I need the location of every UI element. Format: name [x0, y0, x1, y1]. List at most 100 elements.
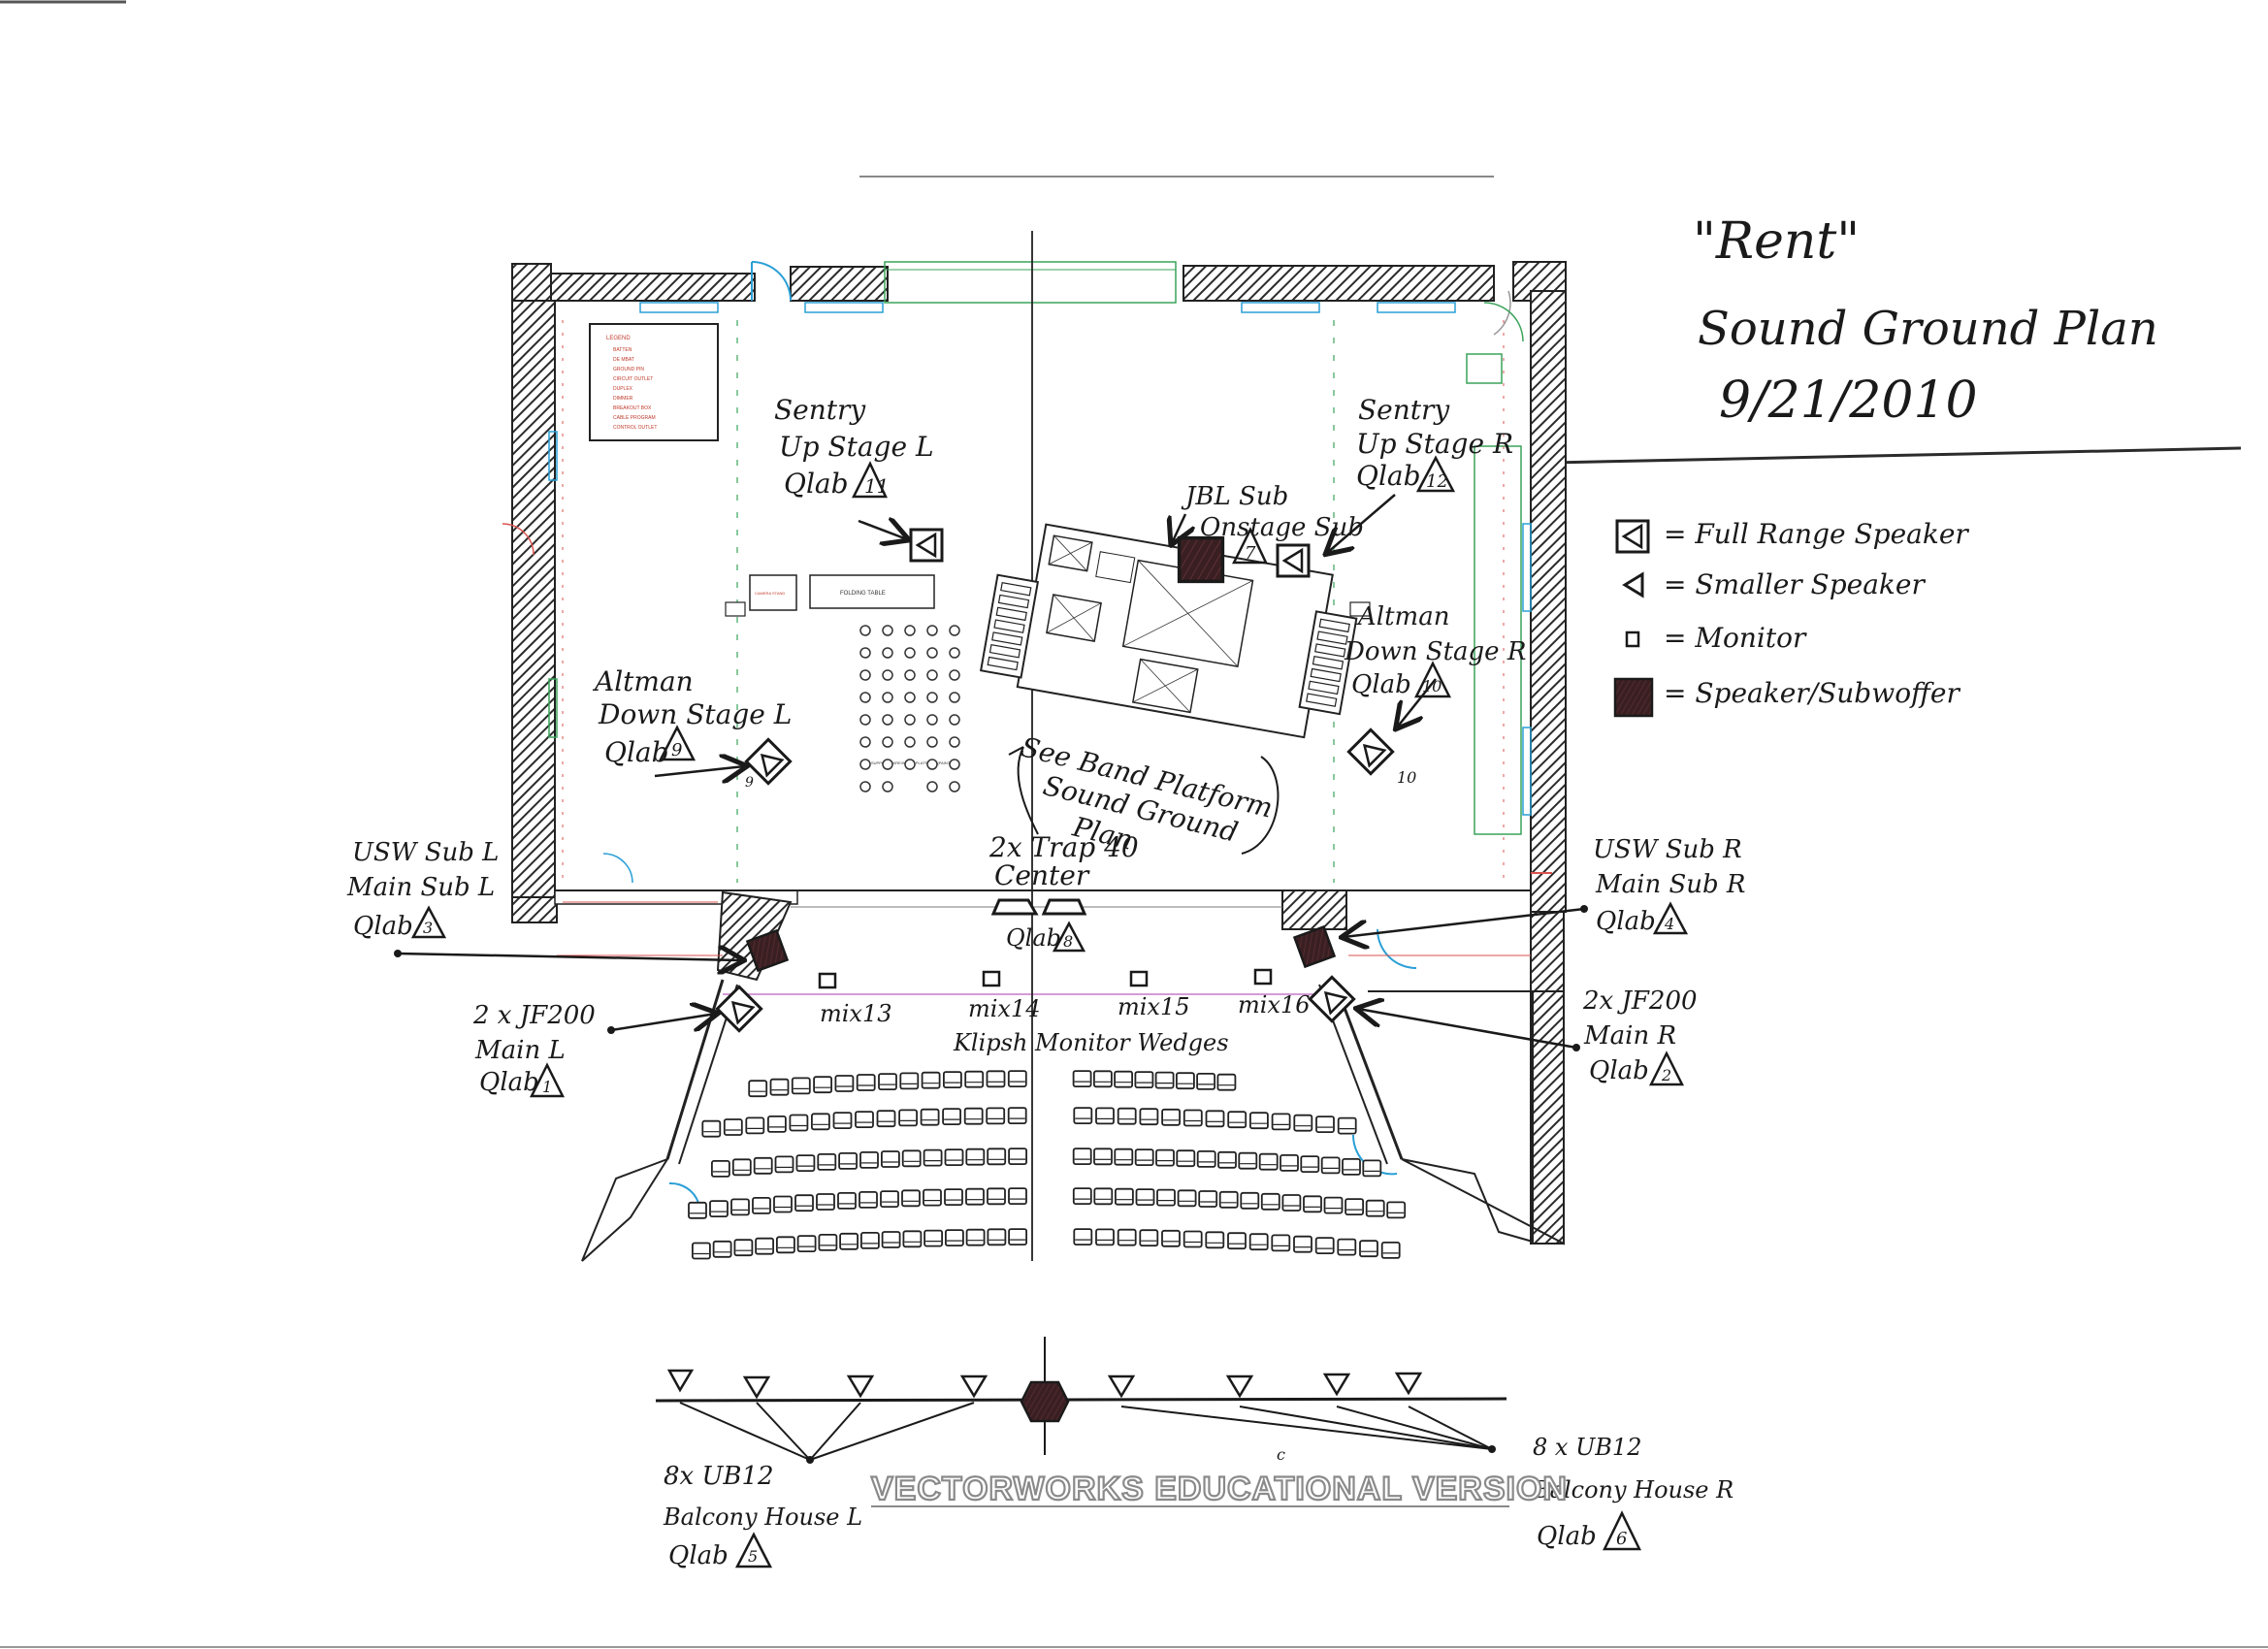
circle-seat — [882, 669, 893, 681]
sentry-usl-line1: Sentry — [774, 394, 866, 426]
monitor-icon — [1625, 630, 1640, 648]
circle-seat — [926, 647, 938, 659]
sentry-usl-line3: Qlab — [784, 468, 849, 500]
house-seat — [923, 1188, 942, 1207]
house-seat — [1008, 1187, 1027, 1205]
house-seat — [1300, 1155, 1320, 1173]
cad-legend-item: CABLE PROGRAM — [613, 415, 656, 421]
jf-l-line3: Qlab — [479, 1068, 539, 1097]
house-seat — [1156, 1188, 1176, 1207]
sentry-usl-cue: 11 — [864, 474, 889, 498]
house-seat — [1240, 1191, 1260, 1210]
house-seat — [1365, 1199, 1385, 1217]
usw-l-line1: USW Sub L — [352, 838, 499, 867]
circle-seat — [949, 669, 960, 681]
balcony-r-cue: 6 — [1616, 1529, 1627, 1549]
house-seat — [855, 1111, 874, 1128]
house-seat — [1205, 1110, 1225, 1128]
house-seat — [1073, 1107, 1093, 1124]
house-seat — [964, 1070, 985, 1088]
circle-seat — [882, 759, 893, 770]
house-seat — [1342, 1158, 1361, 1176]
house-seat — [923, 1229, 943, 1247]
house-seat — [709, 1200, 729, 1217]
circle-seat — [904, 736, 916, 748]
house-seat — [856, 1074, 876, 1091]
speakers — [715, 528, 1395, 1033]
circle-seat — [926, 692, 938, 703]
circle-seat — [882, 736, 893, 748]
house-seat — [701, 1119, 722, 1138]
circle-seat — [904, 759, 916, 770]
jf-r-line3: Qlab — [1589, 1056, 1649, 1085]
legend-subwoofer: = Speaker/Subwoffer — [1664, 677, 1960, 709]
monitor-mix13 — [818, 972, 837, 989]
circle-seat — [949, 759, 960, 770]
cad-legend-heading: LEGEND — [606, 336, 631, 341]
jf-l-line2: Main L — [474, 1036, 566, 1065]
symbol-legend: = Full Range Speaker = Smaller Speaker =… — [1613, 518, 1969, 718]
house-seat — [945, 1229, 964, 1246]
plan-title: "Rent" Sound Ground Plan 9/21/2010 — [1693, 212, 2158, 430]
circle-seat — [949, 625, 960, 636]
sentry-usr-line3: Qlab — [1356, 460, 1421, 492]
house-seat — [1260, 1192, 1280, 1211]
house-seat — [1134, 1148, 1154, 1166]
house-seating — [688, 1070, 1407, 1260]
house-seat — [776, 1236, 795, 1254]
balcony-r-line3: Qlab — [1537, 1522, 1597, 1551]
house-seat — [965, 1228, 986, 1246]
trap-center-line2: Center — [994, 859, 1090, 891]
circle-seat — [859, 625, 871, 636]
jbl-sub-line2: Onstage Sub — [1200, 513, 1364, 542]
camera-stand — [749, 574, 797, 611]
house-seat — [1227, 1111, 1247, 1129]
house-seat — [1196, 1073, 1215, 1090]
jf-l-line1: 2 x JF200 — [472, 1001, 596, 1030]
jf-r-line2: Main R — [1583, 1021, 1676, 1051]
monitor-note: Klipsh Monitor Wedges — [953, 1029, 1229, 1056]
balcony-center-sub — [1020, 1380, 1070, 1423]
circle-seat — [859, 692, 871, 703]
house-seat — [1280, 1154, 1299, 1172]
house-seat — [794, 1194, 814, 1212]
circle-seat — [926, 714, 938, 726]
house-seat — [921, 1071, 941, 1089]
house-seat — [816, 1193, 835, 1211]
altman-dsr-line1: Altman — [1356, 602, 1449, 631]
house-seat — [723, 1118, 743, 1136]
house-seat — [1008, 1148, 1027, 1165]
sentry-usr-speaker — [1276, 543, 1311, 578]
mix13-label: mix13 — [820, 1000, 892, 1027]
house-seat — [944, 1188, 963, 1206]
title-subtitle: Sound Ground Plan — [1698, 302, 2158, 356]
circle-seat — [926, 759, 938, 770]
house-seat — [987, 1187, 1006, 1206]
altman-dsr-aside: 10 — [1397, 768, 1416, 787]
house-seat — [1198, 1190, 1218, 1208]
title-divider — [1551, 446, 2242, 465]
house-seat — [859, 1191, 878, 1209]
usw-r-line1: USW Sub R — [1593, 835, 1742, 864]
jbl-sub-line1: JBL Sub — [1181, 482, 1288, 511]
house-seat — [880, 1190, 899, 1208]
circle-seat — [882, 692, 893, 703]
house-seat — [838, 1152, 858, 1170]
house-seat — [818, 1234, 838, 1251]
trap-center-line3: Qlab — [1006, 924, 1061, 952]
house-seat — [1345, 1198, 1364, 1215]
house-seat — [1183, 1230, 1203, 1248]
usw-l-line2: Main Sub L — [346, 873, 495, 902]
house-seat — [839, 1232, 859, 1250]
house-seat — [1196, 1150, 1216, 1168]
altman-dsr-line3: Qlab — [1351, 670, 1411, 699]
circle-seat — [926, 669, 938, 681]
house-seat — [1072, 1070, 1092, 1087]
house-seat — [1161, 1229, 1181, 1247]
house-seat — [1271, 1234, 1291, 1252]
cad-legend-item: BREAKOUT BOX — [613, 405, 652, 411]
jbl-sub-speaker — [1177, 535, 1225, 584]
house-seat — [944, 1148, 964, 1166]
altman-dsl-line2: Down Stage L — [598, 698, 792, 730]
